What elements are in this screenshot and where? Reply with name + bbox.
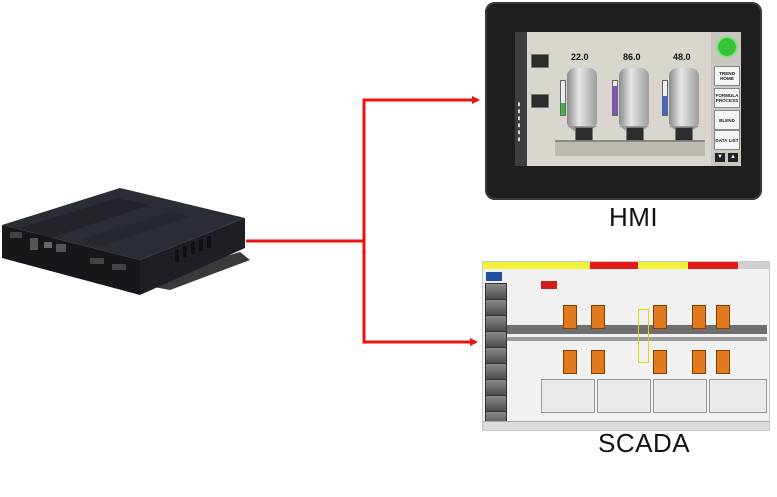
- tank-3-level-fill: [663, 96, 667, 115]
- tank-3: [669, 68, 699, 126]
- tank-2: [619, 68, 649, 126]
- tank-1: [567, 68, 597, 126]
- hmi-mixer-tile-1[interactable]: [531, 54, 549, 68]
- conveyor-rail: [507, 337, 767, 341]
- alarm-bar-segment-3: [590, 262, 638, 269]
- robot-4[interactable]: [692, 305, 706, 329]
- hmi-screen: ▮▮▮▮▮▮ 22.0 86.0 48.0: [515, 32, 741, 166]
- robot-5[interactable]: [716, 305, 730, 329]
- alarm-bar-segment-1: [483, 262, 532, 269]
- hmi-label: HMI: [609, 202, 659, 232]
- hmi-button-blend[interactable]: BLEND: [714, 110, 740, 130]
- scroll-up-icon[interactable]: ▲: [728, 153, 738, 162]
- scada-nav-3[interactable]: [485, 315, 507, 332]
- scada-nav-6[interactable]: [485, 363, 507, 380]
- hmi-button-trend-home[interactable]: TREND HOME: [714, 66, 740, 86]
- hmi-mixer-tile-2[interactable]: [531, 94, 549, 108]
- tank-2-value: 86.0: [623, 52, 641, 62]
- hmi-pump-tile-1[interactable]: [575, 127, 593, 141]
- scada-nav-2[interactable]: [485, 299, 507, 316]
- scada-nav-7[interactable]: [485, 379, 507, 396]
- robot-1[interactable]: [563, 305, 577, 329]
- hmi-panel: ▮▮▮▮▮▮ 22.0 86.0 48.0: [485, 2, 762, 200]
- hmi-button-formula-process[interactable]: FORMULA PROCESS: [714, 88, 740, 108]
- scroll-down-icon[interactable]: ▼: [715, 153, 725, 162]
- tank-1-level-gauge: [560, 80, 566, 116]
- conveyor-line-top: [507, 325, 767, 334]
- robot-8[interactable]: [653, 350, 667, 374]
- alarm-bar-segment-4: [638, 262, 688, 269]
- tank-1-level-fill: [561, 103, 565, 115]
- data-table-4: [709, 379, 767, 413]
- industrial-pc-icon: [2, 188, 250, 295]
- data-table-3: [653, 379, 707, 413]
- scada-label: SCADA: [598, 428, 691, 458]
- start-button[interactable]: [716, 36, 738, 58]
- robot-9[interactable]: [692, 350, 706, 374]
- robot-2[interactable]: [591, 305, 605, 329]
- scada-nav-5[interactable]: [485, 347, 507, 364]
- data-table-1: [541, 379, 595, 413]
- robot-7[interactable]: [591, 350, 605, 374]
- hmi-brand-strip: ▮▮▮▮▮▮: [515, 32, 527, 166]
- hmi-brand-logo: ▮▮▮▮▮▮: [516, 100, 522, 142]
- hmi-pump-tile-3[interactable]: [675, 127, 693, 141]
- robot-10[interactable]: [716, 350, 730, 374]
- status-badge: [541, 281, 557, 289]
- scada-toolbar: [483, 421, 769, 430]
- scada-nav-4[interactable]: [485, 331, 507, 348]
- scada-nav-1[interactable]: [485, 283, 507, 300]
- scada-nav-8[interactable]: [485, 395, 507, 412]
- hmi-pump-tile-2[interactable]: [626, 127, 644, 141]
- scada-logo: [486, 272, 502, 281]
- connector-to-scada-arrow: [362, 241, 478, 346]
- alarm-bar-segment-5: [688, 262, 738, 269]
- scada-screen: [482, 261, 770, 431]
- data-table-2: [597, 379, 651, 413]
- tank-3-level-gauge: [662, 80, 668, 116]
- tank-2-level-gauge: [612, 80, 618, 116]
- robot-3[interactable]: [653, 305, 667, 329]
- safety-gate: [638, 309, 649, 363]
- hmi-pipe-area: [555, 140, 705, 156]
- hmi-button-data-list[interactable]: DATA LIST: [714, 130, 740, 150]
- alarm-bar-segment-6: [738, 262, 769, 269]
- tank-3-value: 48.0: [673, 52, 691, 62]
- connector-to-hmi-arrow: [362, 96, 480, 241]
- alarm-bar-segment-2: [532, 262, 590, 269]
- robot-6[interactable]: [563, 350, 577, 374]
- tank-2-level-fill: [613, 86, 617, 115]
- tank-1-value: 22.0: [571, 52, 589, 62]
